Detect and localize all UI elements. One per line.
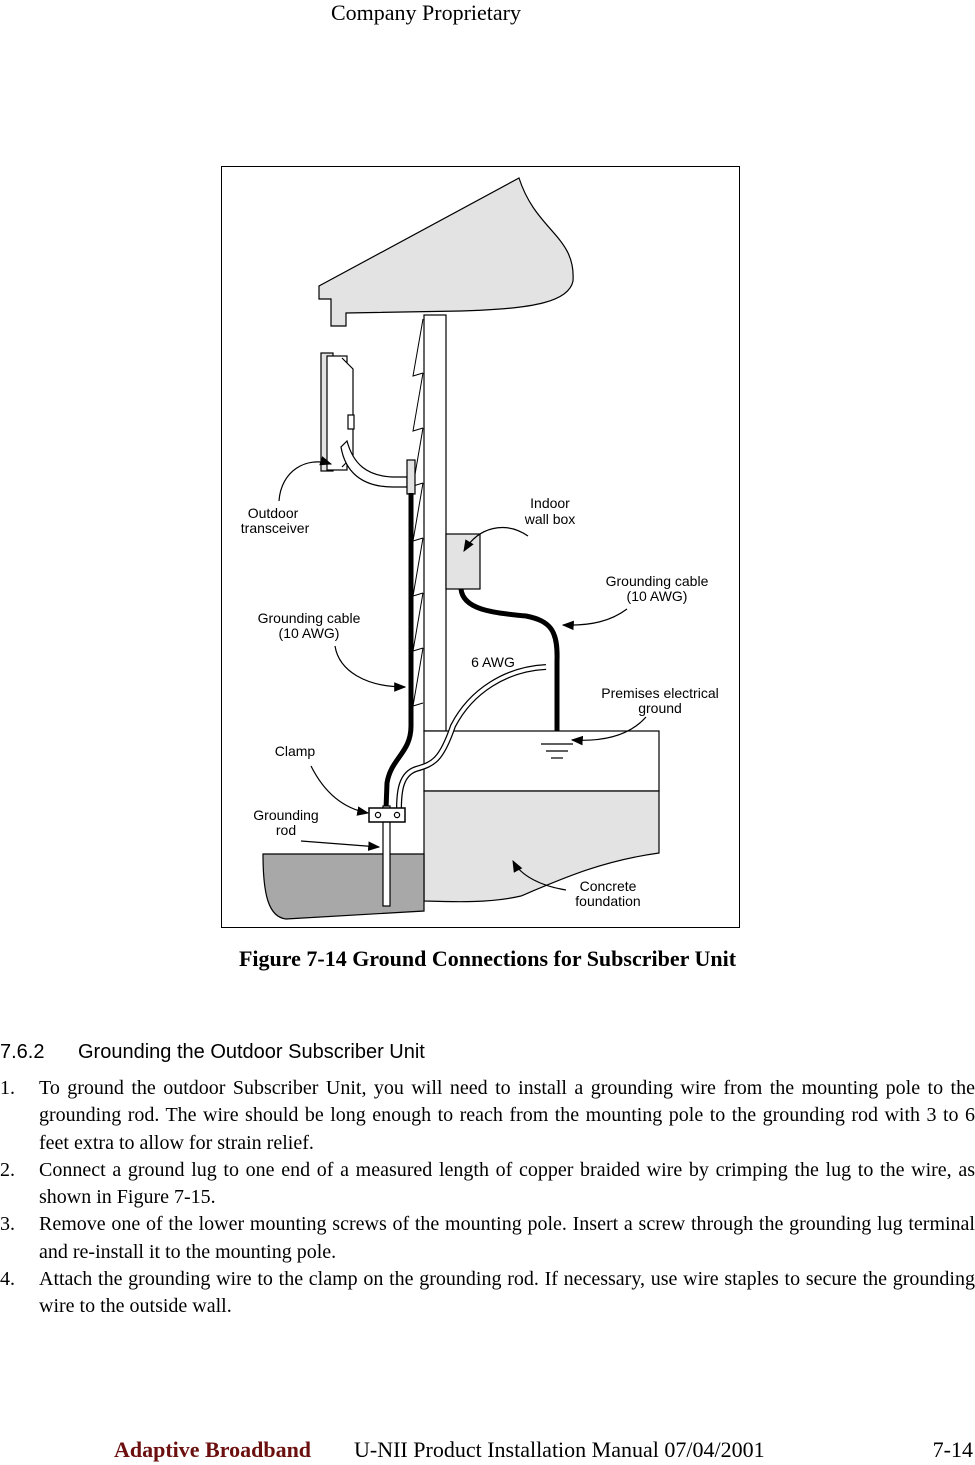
- label-concrete-foundation: Concrete: [580, 878, 637, 894]
- grounding-cable-left-leader: [334, 645, 407, 692]
- foundation-top: [423, 730, 660, 792]
- svg-text:wall box: wall box: [524, 511, 576, 527]
- figure-caption: Figure 7-14 Ground Connections for Subsc…: [238, 946, 737, 971]
- footer-manual-title: U-NII Product Installation Manual 07/04/…: [354, 1437, 765, 1462]
- label-indoor-wall-box: Indoor: [530, 495, 570, 511]
- label-outdoor-transceiver: Outdoor: [248, 505, 299, 521]
- step-number: 4.: [0, 1268, 15, 1291]
- label-premises-ground: Premises electrical: [601, 685, 718, 701]
- section-number: 7.6.2: [0, 1041, 45, 1063]
- step-number: 2.: [0, 1158, 15, 1181]
- outdoor-transceiver-leader: [278, 456, 333, 502]
- step-text: To ground the outdoor Subscriber Unit, y…: [39, 1077, 975, 1154]
- svg-text:transceiver: transceiver: [241, 520, 310, 536]
- svg-text:ground: ground: [638, 700, 682, 716]
- grounding-rod-leader: [300, 840, 381, 851]
- clamp-leader: [310, 765, 370, 816]
- outdoor-transceiver: [320, 352, 416, 495]
- earth: [262, 853, 425, 920]
- step-text: Remove one of the lower mounting screws …: [39, 1213, 975, 1263]
- ground-connections-figure: Outdoor transceiver Indoor wall box Grou…: [221, 166, 740, 928]
- indoor-wall-box-leader: [463, 527, 529, 553]
- grounding-rod: [382, 805, 391, 907]
- label-grounding-cable-right: Grounding cable: [606, 573, 709, 589]
- procedure-steps: 1. To ground the outdoor Subscriber Unit,…: [0, 1075, 975, 1321]
- section-title: Grounding the Outdoor Subscriber Unit: [78, 1041, 425, 1063]
- step-number: 1.: [0, 1077, 15, 1099]
- grounding-cable-right-leader: [561, 608, 628, 631]
- concrete-foundation: [423, 790, 660, 903]
- step-item: 4. Attach the grounding wire to the clamp…: [0, 1266, 975, 1321]
- clamp: [368, 807, 406, 823]
- page-header: Company Proprietary: [330, 0, 522, 25]
- step-text: Attach the grounding wire to the clamp o…: [39, 1268, 975, 1318]
- step-text: Connect a ground lug to one end of a mea…: [39, 1158, 975, 1209]
- house-wall: [423, 314, 447, 732]
- indoor-wall-box: [445, 533, 481, 590]
- premises-ground-leader: [570, 716, 647, 746]
- step-item: 1. To ground the outdoor Subscriber Unit,…: [0, 1075, 975, 1157]
- grounding-cable-left-line: [383, 493, 414, 810]
- footer-brand: Adaptive Broadband: [114, 1437, 312, 1462]
- label-grounding-cable-left: Grounding cable: [258, 610, 361, 626]
- svg-text:rod: rod: [276, 822, 296, 838]
- svg-text:(10 AWG): (10 AWG): [279, 625, 340, 641]
- roof-eave: [318, 177, 574, 327]
- label-grounding-rod: Grounding: [253, 807, 318, 823]
- page-number: 7-14: [932, 1437, 973, 1462]
- grounding-cable-right-line: [458, 588, 560, 731]
- step-item: 2. Connect a ground lug to one end of a m…: [0, 1157, 975, 1212]
- section-heading: 7.6.2 Grounding the Outdoor Subscriber Un…: [0, 1041, 425, 1064]
- label-clamp: Clamp: [275, 743, 316, 759]
- step-item: 3. Remove one of the lower mounting screw…: [0, 1211, 975, 1266]
- step-number: 3.: [0, 1213, 15, 1236]
- svg-text:(10 AWG): (10 AWG): [627, 588, 688, 604]
- concrete-foundation-leader: [512, 859, 567, 891]
- premises-ground-symbol: [541, 743, 573, 759]
- svg-text:foundation: foundation: [575, 893, 640, 909]
- wall-siding: [412, 318, 424, 707]
- label-awg6: 6 AWG: [471, 654, 515, 670]
